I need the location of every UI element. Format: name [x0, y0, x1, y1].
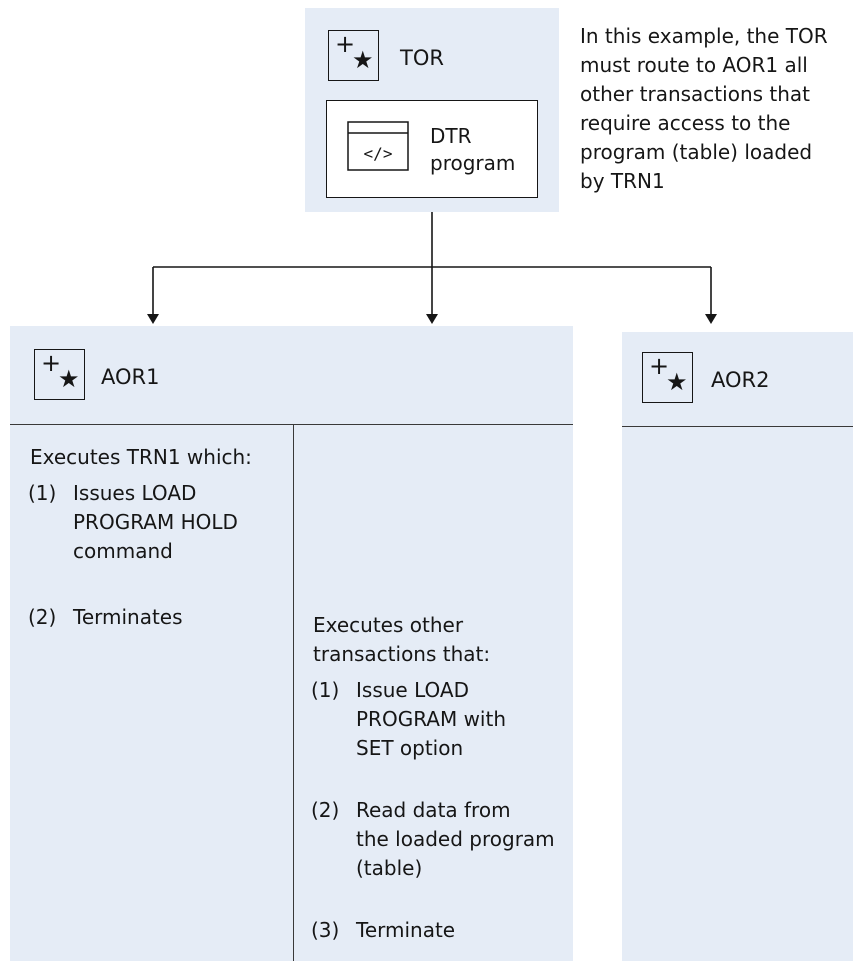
dtr-program-box: </> DTR program [326, 100, 538, 198]
svg-text:</>: </> [364, 144, 393, 163]
region-plus-star-icon: +★ [642, 352, 693, 403]
aor1-left-heading: Executes TRN1 which: [30, 445, 252, 469]
item-number: (1) [28, 481, 57, 505]
aor1-column-divider [293, 424, 294, 961]
arrow-down-icon [705, 314, 717, 324]
aor1-region: +★ AOR1 Executes TRN1 which: (1) Issues … [10, 326, 573, 961]
tor-region: +★ TOR </> DTR program [305, 8, 559, 212]
aor2-header-divider [622, 426, 853, 427]
aor2-label: AOR2 [711, 368, 770, 392]
item-number: (3) [311, 918, 340, 942]
dtr-program-label: DTR program [430, 124, 516, 175]
item-text: Read data from the loaded program (table… [356, 798, 555, 880]
region-plus-star-icon: +★ [328, 30, 379, 81]
aor1-label: AOR1 [101, 365, 160, 389]
aor1-right-heading: Executes other transactions that: [313, 613, 491, 666]
item-text: Terminates [73, 605, 183, 629]
aor1-header-divider [10, 424, 573, 425]
aor2-region: +★ AOR2 [622, 332, 853, 961]
item-number: (2) [28, 605, 57, 629]
routing-note: In this example, the TOR must route to A… [580, 24, 828, 193]
item-number: (2) [311, 798, 340, 822]
tor-label: TOR [400, 46, 444, 70]
item-text: Terminate [356, 918, 456, 942]
code-window-icon: </> [347, 121, 409, 171]
item-number: (1) [311, 678, 340, 702]
item-text: Issues LOAD PROGRAM HOLD command [73, 481, 238, 563]
item-text: Issue LOAD PROGRAM with SET option [356, 678, 507, 760]
arrow-down-icon [147, 314, 159, 324]
region-plus-star-icon: +★ [34, 349, 85, 400]
arrow-down-icon [426, 314, 438, 324]
